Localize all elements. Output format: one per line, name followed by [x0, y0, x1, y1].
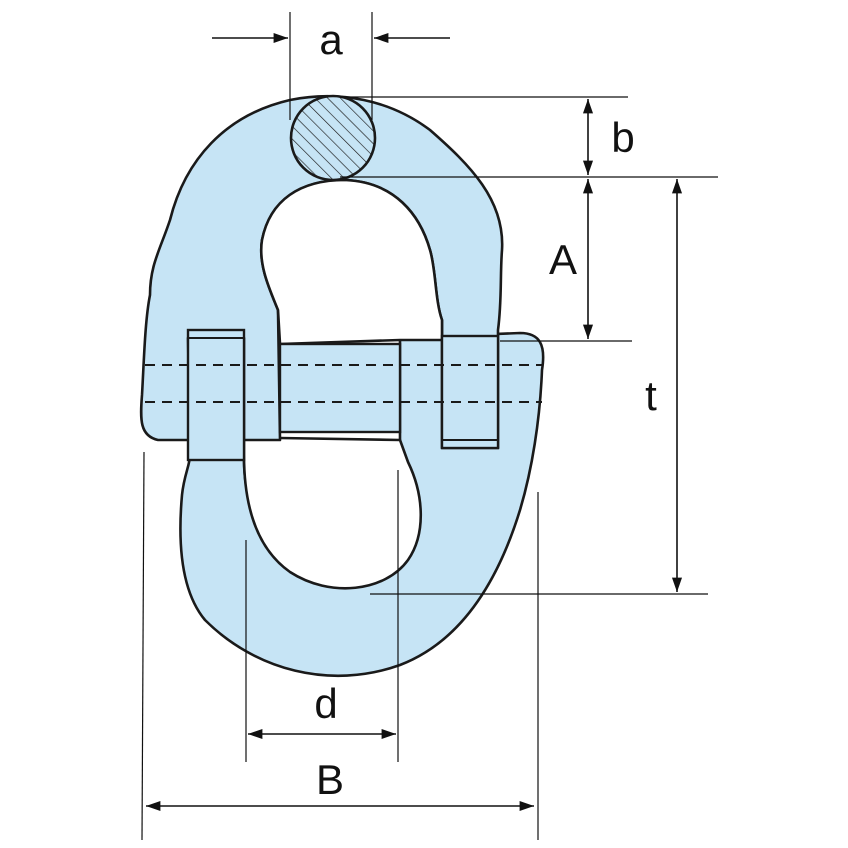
- dimension-a: a: [212, 12, 450, 120]
- label-a: a: [319, 16, 343, 63]
- label-A: A: [549, 236, 577, 283]
- label-d: d: [314, 680, 337, 727]
- dimension-b: b: [340, 96, 718, 178]
- dimension-t: t: [370, 179, 708, 595]
- dimension-B: B: [141, 451, 539, 841]
- label-b: b: [611, 114, 634, 161]
- connecting-pin: [278, 342, 402, 434]
- right-lug: [440, 334, 500, 450]
- dimension-A: A: [500, 179, 632, 342]
- cross-section: [289, 94, 377, 182]
- left-lug: [186, 328, 246, 462]
- label-t: t: [645, 372, 657, 419]
- label-B: B: [316, 756, 344, 803]
- dimension-d: d: [245, 470, 399, 762]
